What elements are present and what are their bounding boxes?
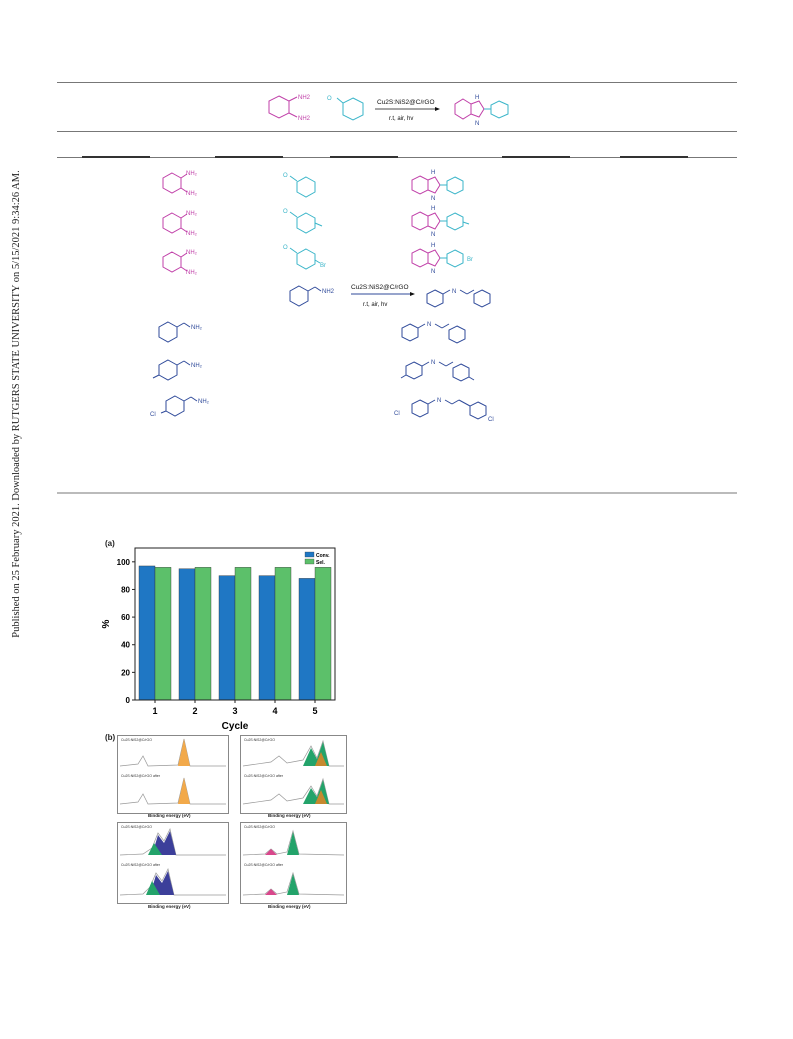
svg-text:NH₂: NH₂: [191, 363, 203, 369]
y-tick-20: 20: [121, 668, 130, 677]
scheme2-catalyst: Cu2S:NiS2@C/rGO: [351, 284, 409, 291]
download-note: Published on 25 February 2021. Downloade…: [11, 170, 22, 638]
xps-panel-c1s: Cu2S:NiS2@C/rGO Cu2S:NiS2@C/rGO after: [240, 822, 347, 904]
panel-a-label: (a): [105, 539, 115, 548]
bar-sel-3: [234, 567, 252, 701]
svg-text:O: O: [283, 173, 288, 179]
xps-xlabel-3: Binding energy (eV): [148, 904, 191, 909]
svg-text:N: N: [437, 398, 441, 404]
svg-text:NH₂: NH₂: [186, 211, 198, 217]
y-tick-40: 40: [121, 641, 130, 650]
col-rule-1: [82, 156, 150, 158]
bar-conv-4: [258, 575, 276, 701]
bar-sel-1: [154, 567, 172, 701]
x-tick-3: 3: [232, 706, 237, 716]
svg-text:NH₂: NH₂: [186, 270, 198, 275]
svg-text:NH₂: NH₂: [186, 231, 198, 237]
col-rule-4: [502, 156, 570, 158]
diamine-column: NH₂ NH₂ NH₂ NH₂ NH₂ NH₂: [162, 171, 198, 275]
legend-label-1: Sel.: [316, 560, 326, 566]
svg-text:Br: Br: [467, 257, 473, 263]
x-tick-2: 2: [192, 706, 197, 716]
y-tick-0: 0: [126, 696, 131, 705]
svg-text:H: H: [431, 243, 435, 249]
scheme1-n-label: N: [475, 121, 479, 127]
scheme1-conditions: r.t, air, hv: [389, 116, 413, 122]
bar-conv-2: [178, 568, 196, 701]
bar-conv-1: [138, 565, 156, 701]
aldehyde-column: O O O Br: [283, 173, 326, 270]
panel-b-label: (b): [105, 733, 116, 742]
svg-text:N: N: [431, 269, 435, 275]
table-bottom-rule: [57, 492, 737, 494]
table-top-rule: [57, 82, 737, 83]
amine-column: NH₂ NH₂ NH₂ Cl: [150, 321, 210, 418]
scheme2-reaction: NH2 Cu2S:NiS2@C/rGO r.t, air, hv N: [289, 284, 491, 308]
x-axis-label: Cycle: [222, 721, 249, 732]
svg-text:Cl: Cl: [150, 412, 156, 418]
x-tick-5: 5: [312, 706, 317, 716]
svg-text:H: H: [431, 170, 435, 176]
svg-text:NH₂: NH₂: [186, 191, 198, 197]
scheme2-conditions: r.t, air, hv: [363, 302, 387, 308]
xps-panel-cu2p: Cu2S:NiS2@C/rGO Cu2S:NiS2@C/rGO after: [117, 735, 229, 814]
imine-cl-right: Cl: [488, 417, 494, 423]
svg-text:N: N: [431, 196, 435, 202]
xps-xlabel-4: Binding energy (eV): [268, 904, 311, 909]
imine-cl-left: Cl: [394, 411, 400, 417]
imine-column: N N N Cl Cl: [394, 322, 494, 423]
svg-text:NH₂: NH₂: [191, 325, 203, 331]
legend-label-0: Conv.: [316, 553, 330, 559]
scheme1-nh2-top: NH2: [298, 95, 311, 101]
scheme1-catalyst: Cu2S:NiS2@C/rGO: [377, 99, 435, 106]
x-tick-4: 4: [272, 706, 277, 716]
y-tick-100: 100: [117, 558, 131, 567]
col-rule-2: [215, 156, 283, 158]
scheme1-nh2-bottom: NH2: [298, 116, 311, 122]
scheme1-reaction: NH2 NH2 O Cu2S:NiS2@C/rGO r.t, air, hv H…: [268, 95, 509, 127]
svg-text:NH₂: NH₂: [186, 171, 198, 177]
svg-text:N: N: [427, 322, 431, 328]
svg-text:NH₂: NH₂: [198, 399, 210, 405]
xps-xlabel-2: Binding energy (eV): [268, 813, 311, 818]
benzimidazole-column: H N H N H N Br: [411, 170, 473, 275]
legend-swatch-1: [304, 558, 315, 565]
bar-conv-5: [298, 578, 316, 701]
scheme1-o-label: O: [327, 96, 332, 102]
y-tick-80: 80: [121, 585, 130, 594]
bar-sel-4: [274, 567, 292, 701]
legend-swatch-0: [304, 551, 315, 558]
svg-text:O: O: [283, 209, 288, 215]
xps-panel-s2p: Cu2S:NiS2@C/rGO Cu2S:NiS2@C/rGO after: [117, 822, 229, 904]
y-tick-60: 60: [121, 613, 130, 622]
bar-sel-5: [314, 567, 332, 701]
col-rule-5: [620, 156, 688, 158]
svg-text:H: H: [431, 206, 435, 212]
svg-text:O: O: [283, 245, 288, 251]
y-axis-label: %: [101, 619, 112, 628]
svg-text:N: N: [431, 360, 435, 366]
table-header-rule: [57, 131, 737, 132]
col-rule-3: [330, 156, 398, 158]
xps-panel-ni2p: Cu2S:NiS2@C/rGO Cu2S:NiS2@C/rGO after: [240, 735, 347, 814]
svg-text:N: N: [431, 232, 435, 238]
bar-sel-2: [194, 567, 212, 701]
scheme2-n: N: [452, 289, 456, 295]
xps-xlabel-1: Binding energy (eV): [148, 813, 191, 818]
svg-text:Br: Br: [320, 263, 326, 269]
svg-text:NH₂: NH₂: [186, 250, 198, 256]
scheme2-nh2: NH2: [322, 289, 335, 295]
bar-conv-3: [218, 575, 236, 701]
svg-text:H: H: [475, 95, 479, 101]
x-tick-1: 1: [152, 706, 157, 716]
